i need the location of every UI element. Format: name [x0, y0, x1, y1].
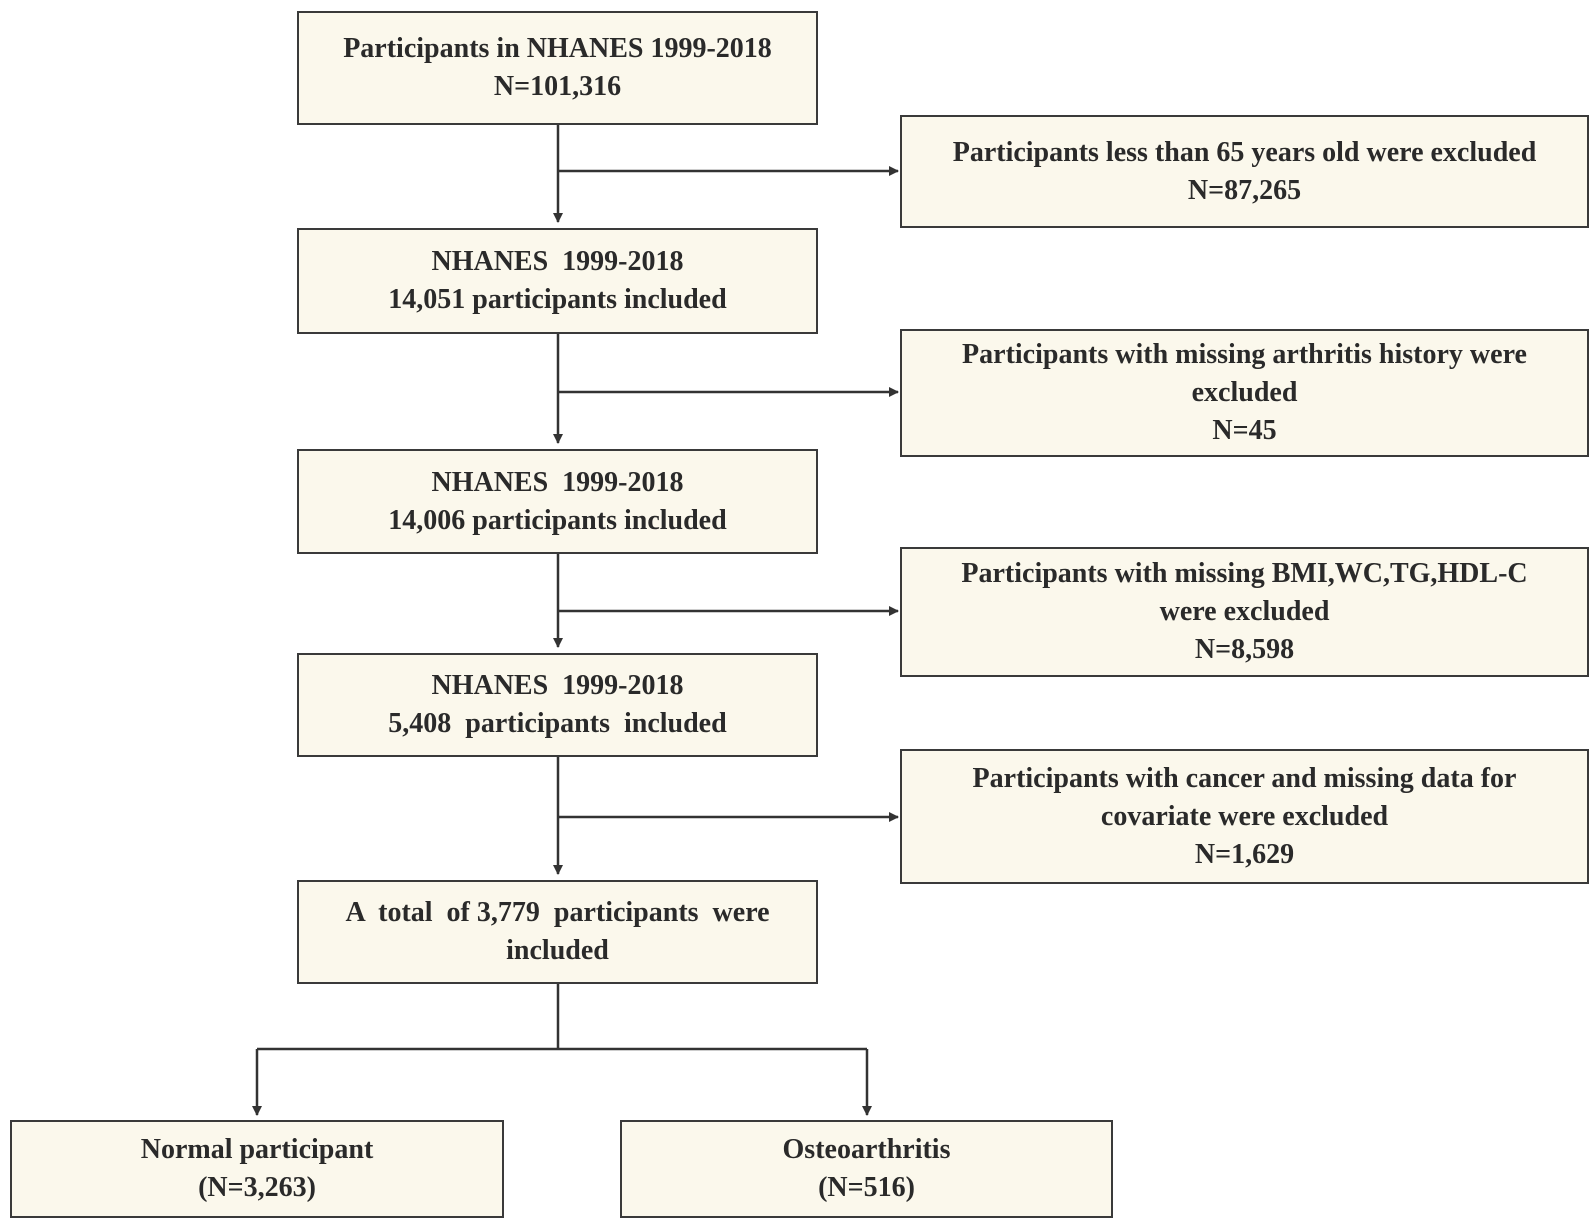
- step3-count: 5,408 participants included: [388, 708, 727, 739]
- exclusion-bmi-text: Participants with missing BMI,WC,TG,HDL-…: [961, 558, 1528, 589]
- exclusion-age-count: N=87,265: [1187, 174, 1302, 206]
- step2-box: NHANES 1999-2018 14,006 participants inc…: [297, 449, 818, 554]
- normal-participant-box: Normal participant (N=3,263): [10, 1120, 504, 1218]
- start-count: N=101,316: [493, 71, 622, 102]
- exclusion-cancer-text-2: covariate were excluded: [1100, 800, 1389, 832]
- step3-box: NHANES 1999-2018 5,408 participants incl…: [297, 653, 818, 757]
- exclusion-age-text: Participants less than 65 years old were…: [952, 136, 1537, 168]
- step1-box: NHANES 1999-2018 14,051 participants inc…: [297, 228, 818, 334]
- exclusion-arthritis-text: Participants with missing arthritis hist…: [962, 339, 1527, 370]
- step1-count: 14,051 participants included: [388, 284, 727, 315]
- exclusion-box-age: Participants less than 65 years old were…: [900, 115, 1589, 228]
- step4-title-2: included: [506, 935, 609, 966]
- step3-title: NHANES 1999-2018: [431, 670, 684, 701]
- osteoarthritis-count: (N=516): [818, 1172, 915, 1203]
- exclusion-box-cancer: Participants with cancer and missing dat…: [900, 749, 1589, 884]
- exclusion-box-bmi: Participants with missing BMI,WC,TG,HDL-…: [900, 547, 1589, 677]
- exclusion-box-arthritis: Participants with missing arthritis hist…: [900, 329, 1589, 457]
- start-title: Participants in NHANES 1999-2018: [343, 33, 772, 64]
- exclusion-arthritis-text-2: excluded: [1191, 377, 1298, 408]
- step2-count: 14,006 participants included: [388, 504, 727, 536]
- exclusion-bmi-text-2: were excluded: [1159, 596, 1330, 627]
- osteoarthritis-label: Osteoarthritis: [782, 1134, 951, 1165]
- exclusion-cancer-count: N=1,629: [1194, 838, 1295, 870]
- start-box: Participants in NHANES 1999-2018 N=101,3…: [297, 11, 818, 125]
- exclusion-bmi-count: N=8,598: [1194, 634, 1295, 665]
- step2-title: NHANES 1999-2018: [431, 466, 684, 498]
- normal-participant-count: (N=3,263): [198, 1172, 316, 1203]
- exclusion-arthritis-count: N=45: [1212, 415, 1277, 446]
- exclusion-cancer-text: Participants with cancer and missing dat…: [972, 762, 1517, 794]
- step4-title: A total of 3,779 participants were: [345, 897, 770, 928]
- osteoarthritis-box: Osteoarthritis (N=516): [620, 1120, 1113, 1218]
- normal-participant-label: Normal participant: [140, 1134, 374, 1165]
- step4-box: A total of 3,779 participants were inclu…: [297, 880, 818, 984]
- step1-title: NHANES 1999-2018: [431, 246, 684, 277]
